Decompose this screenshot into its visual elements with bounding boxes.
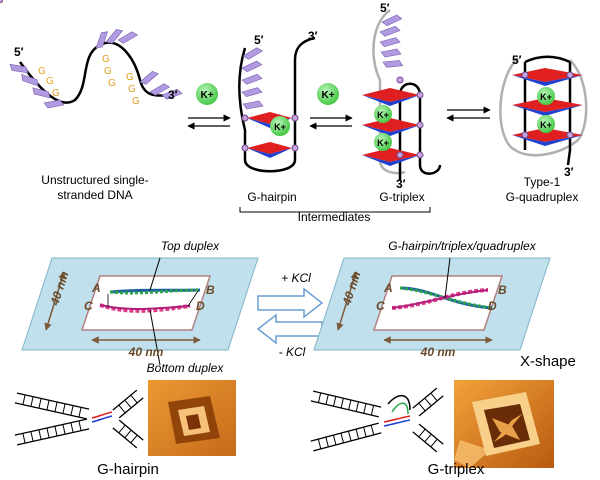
right-corner-a: A <box>383 281 393 295</box>
left-corner-d: D <box>196 299 205 313</box>
hairpin-junction-schematic <box>14 389 144 449</box>
g-letter: G <box>46 76 54 87</box>
triplex-junction-schematic <box>310 387 444 453</box>
left-corner-c: C <box>84 299 93 313</box>
quadruplex-caption-line1: Type-1 <box>524 175 561 189</box>
equilibrium-arrows-1 <box>187 114 231 130</box>
right-corner-c: C <box>376 299 385 313</box>
g-quadruplex-structure: K+ K+ 5′ 3′ <box>499 53 588 179</box>
purple-base <box>241 87 263 97</box>
left-afm-image <box>148 380 236 456</box>
purple-base <box>380 48 402 58</box>
purple-base <box>161 88 183 100</box>
g-hairpin-structure: K+ 5′ 3′ <box>0 0 318 173</box>
remove-kcl-label: - KCl <box>279 345 306 359</box>
k-ion-2: K+ <box>317 83 339 105</box>
ssdna-caption-line1: Unstructured single- <box>41 173 148 187</box>
right-origami-frame <box>313 257 551 351</box>
triplex-five-prime: 5′ <box>380 1 390 15</box>
purple-base <box>379 37 401 47</box>
quadruplex-caption-line2: G-quadruplex <box>506 190 579 204</box>
k-ion-1: K+ <box>196 83 218 105</box>
purple-base <box>149 83 171 96</box>
kcl-arrows <box>256 287 324 345</box>
bottom-left-caption: G-hairpin <box>97 461 159 478</box>
intermediates-bracket <box>239 207 431 213</box>
purple-base <box>9 63 29 74</box>
quadruplex-tetrads <box>512 68 583 146</box>
right-corner-d: D <box>488 299 497 313</box>
purple-base <box>139 71 159 85</box>
g-letter: G <box>126 72 134 83</box>
top-duplex-label: Top duplex <box>161 239 220 253</box>
left-origami-frame <box>21 257 259 366</box>
purple-base <box>242 47 264 60</box>
svg-text:K+: K+ <box>540 120 552 130</box>
svg-text:K+: K+ <box>321 90 334 101</box>
triplex-three-prime: 3′ <box>396 177 406 191</box>
hairpin-five-prime: 5′ <box>254 33 264 47</box>
quad-label: G-hairpin/triplex/quadruplex <box>388 239 536 253</box>
x-shape-label: X-shape <box>520 353 576 370</box>
triplex-tetrads <box>362 88 420 166</box>
left-dim-bottom: 40 nm <box>128 345 164 359</box>
left-corner-a: A <box>91 281 101 295</box>
purple-base <box>105 29 124 44</box>
purple-base <box>95 31 109 49</box>
bottom-duplex-label: Bottom duplex <box>147 361 225 375</box>
purple-base <box>117 31 139 44</box>
g-letter: G <box>102 54 110 65</box>
purple-base <box>241 60 263 73</box>
hairpin-three-prime: 3′ <box>308 29 318 43</box>
g-letter: G <box>104 66 112 77</box>
hairpin-caption: G-hairpin <box>247 190 296 204</box>
right-corner-b: B <box>498 283 507 297</box>
intermediates-label: Intermediates <box>298 210 371 224</box>
equilibrium-arrows-2 <box>309 114 353 130</box>
purple-base <box>43 99 65 109</box>
g-triplex-structure: K+ K+ 5′ 3′ <box>0 0 442 191</box>
svg-text:K+: K+ <box>377 110 389 120</box>
purple-base <box>379 25 401 37</box>
purple-base <box>382 60 404 68</box>
purple-base <box>32 87 51 99</box>
bottom-right-caption: G-triplex <box>428 461 485 478</box>
triplex-caption: G-triplex <box>379 190 424 204</box>
g-letter: G <box>38 66 46 77</box>
equilibrium-arrows-3 <box>446 106 491 122</box>
svg-text:K+: K+ <box>377 138 389 148</box>
ssdna-purple-bases <box>0 0 183 109</box>
purple-base <box>21 73 39 87</box>
ssdna-caption-line2: stranded DNA <box>57 188 132 202</box>
right-afm-image <box>454 380 554 468</box>
g-letter: G <box>52 88 60 99</box>
svg-text:K+: K+ <box>200 90 213 101</box>
purple-base <box>241 73 263 85</box>
g-letter: G <box>128 84 136 95</box>
quadruplex-five-prime: 5′ <box>512 53 522 67</box>
purple-base <box>381 14 403 27</box>
purple-base <box>242 100 264 110</box>
g-letter: G <box>108 78 116 89</box>
quadruplex-three-prime: 3′ <box>564 165 574 179</box>
svg-text:K+: K+ <box>274 122 286 132</box>
svg-text:K+: K+ <box>540 92 552 102</box>
ssdna-five-prime: 5′ <box>14 45 24 59</box>
left-corner-b: B <box>206 283 215 297</box>
add-kcl-label: + KCl <box>281 271 311 285</box>
g-letter: G <box>132 96 140 107</box>
right-dim-bottom: 40 nm <box>420 345 456 359</box>
ssdna-three-prime: 3′ <box>168 88 178 102</box>
